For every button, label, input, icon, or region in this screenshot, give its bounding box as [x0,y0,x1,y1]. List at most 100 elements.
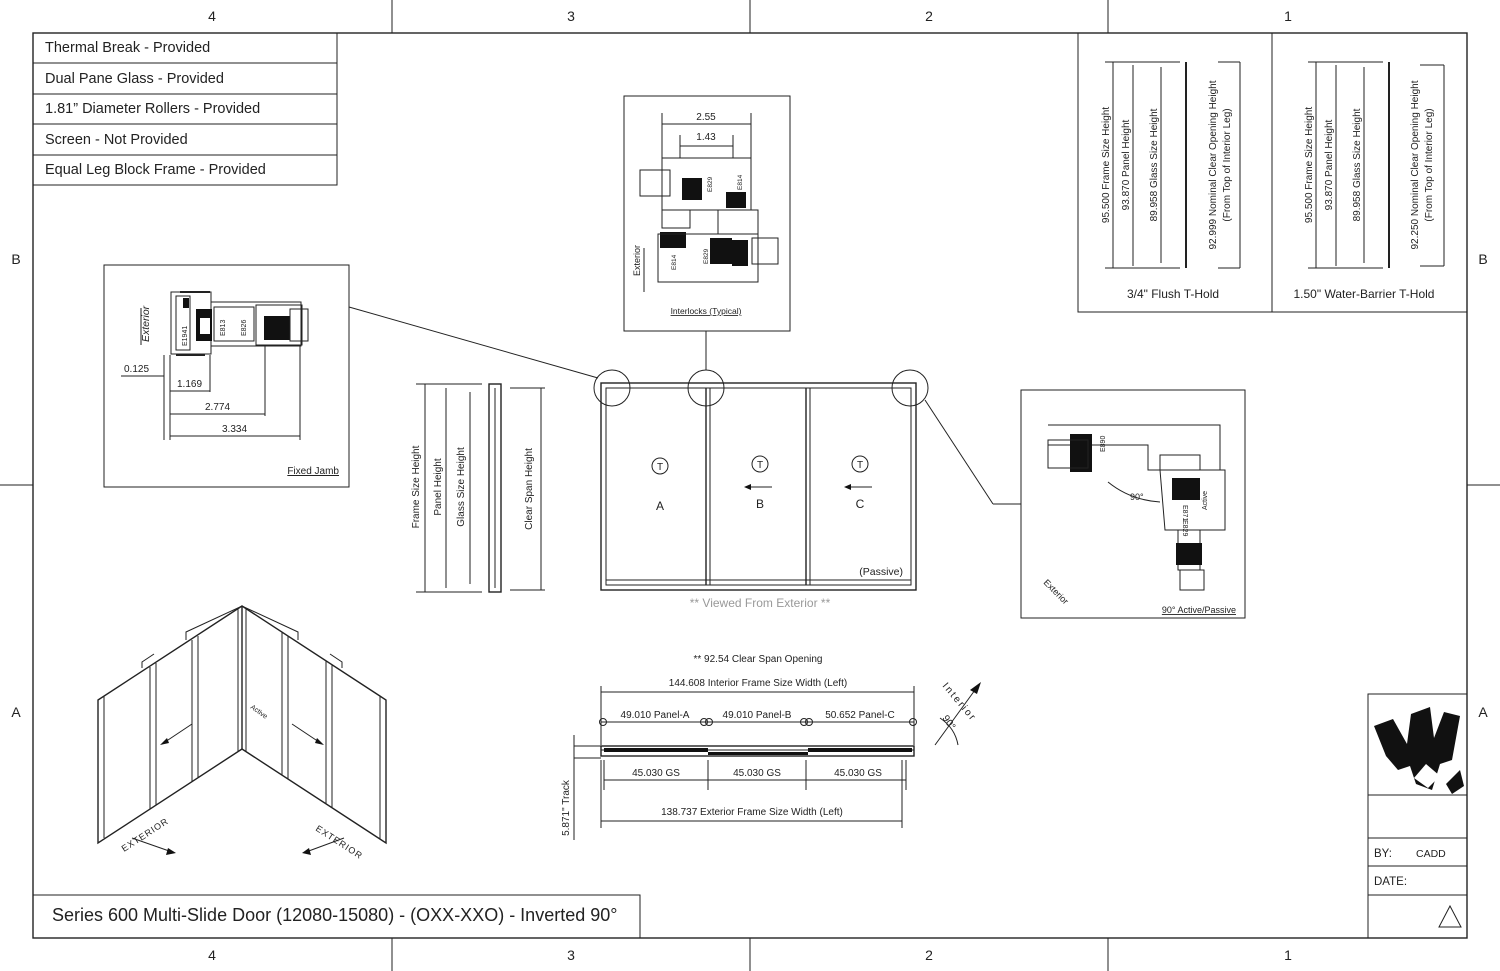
interlock-part-e829-bottom: E829 [703,248,710,264]
zone-bottom-1: 1 [1284,947,1292,963]
dim-1-169: 1.169 [177,379,202,390]
feature-rollers: 1.81” Diameter Rollers - Provided [45,101,260,117]
sill-b-frame-height: 95.500 Frame Size Height [1304,107,1315,223]
plan-angle: 90° [940,713,958,732]
zone-right-b: B [1478,251,1487,267]
interlock-part-e814-bottom: E814 [671,254,678,270]
corner-part-e890: E890 [1100,436,1107,452]
part-e813: E813 [220,320,227,336]
corner-active-label: Active [1202,491,1209,510]
temper-mark-c [851,455,869,473]
dim-0-125: 0.125 [124,364,149,375]
corner-part-e829: E829 [1181,520,1188,536]
plan-gs-b: 45.030 GS [733,768,781,779]
sill-b-panel-height: 93.870 Panel Height [1324,119,1335,210]
panel-label-c: C [856,497,865,511]
dim-3-334: 3.334 [222,424,247,435]
corner-angle: 90° [1130,492,1144,502]
fixed-jamb-detail: Exterior E1941 E813 E826 [103,264,350,488]
sill-a-frame-height: 95.500 Frame Size Height [1101,107,1112,223]
section-clear-span-height: Clear Span Height [524,448,535,530]
interlock-part-e829-top: E829 [707,176,714,192]
zone-top-2: 2 [925,8,933,24]
sill-details: 95.500 Frame Size Height 93.870 Panel He… [1077,32,1468,313]
feature-block-frame: Equal Leg Block Frame - Provided [45,162,266,178]
plan-clear-span: ** 92.54 Clear Span Opening [694,654,823,665]
plan-gs-a: 45.030 GS [632,768,680,779]
zone-right-a: A [1478,704,1488,720]
sill-b-clear-height: 92.250 Nominal Clear Opening Height [1410,80,1421,249]
isometric-view: Active EXTERIOR EXTERIOR [97,605,387,861]
panel-label-b: B [756,497,764,511]
iso-exterior-right: EXTERIOR [314,823,365,861]
fixed-jamb-leader [348,306,599,379]
section-frame-size-height: Frame Size Height [411,445,422,528]
plan-exterior-width: 138.737 Exterior Frame Size Width (Left) [661,807,843,818]
fixed-jamb-profile: E1941 E813 E826 [170,291,309,356]
section-glass-size-height: Glass Size Height [456,447,467,527]
temper-mark-b [751,455,769,473]
plan-panel-a: 49.010 Panel-A [621,710,690,721]
passive-label: (Passive) [859,566,903,578]
by-label: BY: [1374,848,1392,860]
zone-labels: 4 3 2 1 4 3 2 1 B A B A [11,8,1488,963]
callout-circle-middle [687,369,725,407]
feature-thermal-break: Thermal Break - Provided [45,40,210,56]
features-table: Thermal Break - Provided Dual Pane Glass… [32,32,338,186]
interlock-dim-2-55: 2.55 [696,112,716,123]
revision-triangle [1438,904,1462,928]
plan-track: 5.871" Track [561,779,572,836]
callout-circle-left [593,369,631,407]
sill-a-caption: 3/4" Flush T-Hold [1127,287,1219,301]
feature-screen: Screen - Not Provided [45,132,188,148]
sill-flush-t-hold: 95.500 Frame Size Height 93.870 Panel He… [1101,61,1241,301]
fixed-jamb-dimensions: 0.125 1.169 2.774 3.334 [121,345,301,440]
sill-a-glass-height: 89.958 Glass Size Height [1149,108,1160,221]
plan-panel-c: 50.652 Panel-C [825,710,895,721]
corner-part-e871: E871 [1181,505,1188,521]
title-bar: Series 600 Multi-Slide Door (12080-15080… [32,894,641,939]
interlocks-caption: Interlocks (Typical) [671,306,742,316]
temper-t-b: T [757,460,763,471]
drawing-title: Series 600 Multi-Slide Door (12080-15080… [52,905,617,925]
interlocks-exterior-label: Exterior [632,245,642,276]
date-label: DATE: [1374,876,1407,888]
company-logo [1374,707,1464,794]
corner-detail: E890 E871 E829 Active 90° Exterior 90° A… [1020,389,1246,619]
temper-mark-a [651,457,669,475]
interlock-profile: E829 E814 E814 E829 [639,157,779,283]
fixed-jamb-caption: Fixed Jamb [287,466,339,477]
dim-2-774: 2.774 [205,402,230,413]
zone-left-b: B [11,251,20,267]
sill-water-barrier-t-hold: 95.500 Frame Size Height 93.870 Panel He… [1294,61,1445,301]
zone-left-a: A [11,704,21,720]
temper-t-c: T [857,460,863,471]
fixed-jamb-exterior-label: Exterior [140,305,152,342]
corner-exterior-label: Exterior [1042,577,1071,606]
interlock-dim-1-43: 1.43 [696,132,716,143]
title-block: BY: CADD DATE: [1367,693,1468,939]
sill-b-caption: 1.50" Water-Barrier T-Hold [1294,287,1435,301]
corner-leader [924,399,994,505]
plan-interior-width: 144.608 Interior Frame Size Width (Left) [669,678,847,689]
sill-b-glass-height: 89.958 Glass Size Height [1352,108,1363,221]
sill-a-clear-height: 92.999 Nominal Clear Opening Height [1208,80,1219,249]
vertical-section: Frame Size Height Panel Height Glass Siz… [411,383,545,593]
zone-bottom-2: 2 [925,947,933,963]
plan-gs-c: 45.030 GS [834,768,882,779]
elevation: T T T A B C (Passive) ** Viewed From Ext… [593,369,929,610]
zone-bottom-3: 3 [567,947,575,963]
viewed-from-exterior: ** Viewed From Exterior ** [690,596,831,610]
zone-top-3: 3 [567,8,575,24]
temper-t-a: T [657,462,663,473]
interlock-part-e814-top: E814 [737,174,744,190]
sill-b-clear-note: (From Top of Interior Leg) [1424,108,1435,221]
by-value: CADD [1416,848,1446,860]
sill-a-panel-height: 93.870 Panel Height [1121,119,1132,210]
section-panel-height: Panel Height [433,458,444,515]
part-e1941: E1941 [182,326,189,346]
sill-a-clear-note: (From Top of Interior Leg) [1222,108,1233,221]
panel-label-a: A [656,499,664,513]
plan-panel-b: 49.010 Panel-B [723,710,792,721]
